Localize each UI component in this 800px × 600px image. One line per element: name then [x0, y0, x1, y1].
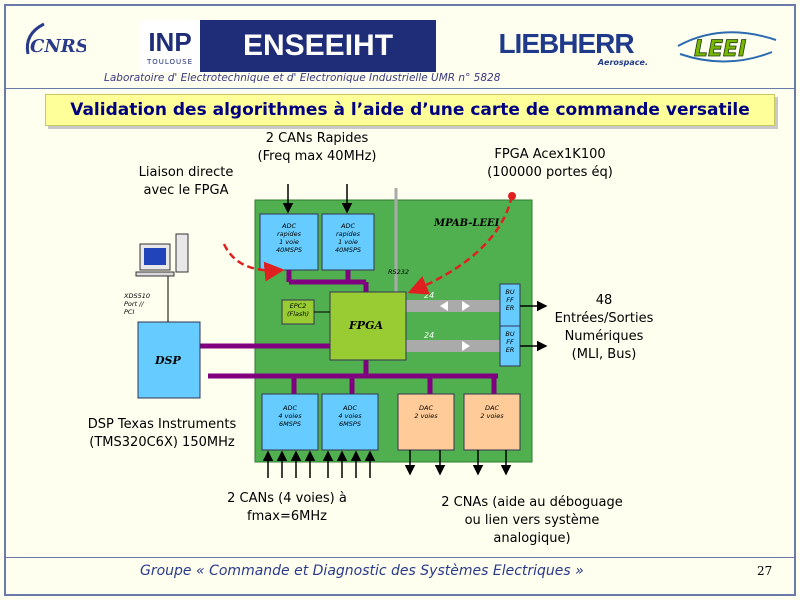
footer-text: Groupe « Commande et Diagnostic des Syst…: [140, 563, 584, 579]
adc-slow-2-label: ADC 4 voies 6MSPS: [338, 404, 362, 428]
annotation-fpga-acex: FPGA Acex1K100 (100000 portes éq): [487, 147, 613, 180]
adc-fast-1-label: ADC rapides 1 voie 40MSPS: [275, 222, 303, 254]
page-number: 27: [757, 564, 773, 578]
io-bus-bottom: [406, 340, 500, 352]
cnrs-logo-text: CNRS: [30, 36, 86, 57]
io-arrow-right-bottom: [462, 341, 470, 351]
epc2-label: EPC2 (Flash): [286, 302, 310, 318]
footer-divider: [6, 557, 794, 558]
inp-logo-subtext: TOULOUSE: [146, 57, 194, 66]
bus-width-top: 24: [424, 291, 434, 300]
liebherr-logo: LIEBHERR Aerospace.: [474, 28, 658, 68]
dac-2-label: DAC 2 voies: [480, 404, 504, 420]
adc-slow-input-arrows: [262, 450, 376, 478]
lab-name: Laboratoire d' Electrotechnique et d' El…: [104, 72, 501, 84]
leei-logo: LEEI: [672, 14, 782, 72]
header-divider: [6, 88, 794, 89]
adc-slow-1-label: ADC 4 voies 6MSPS: [278, 404, 302, 428]
buffer-top-label: BU FF ER: [505, 288, 515, 312]
adc-fast-1: [259, 213, 319, 271]
leei-logo-graphic: LEEI: [677, 31, 777, 63]
annotation-liaison: Liaison directe avec le FPGA: [138, 165, 234, 198]
leei-logo-text: LEEI: [694, 37, 746, 62]
bus-width-bottom: 24: [424, 331, 434, 340]
dac-1-label: DAC 2 voies: [414, 404, 438, 420]
annotation-cnas: 2 CNAs (aide au déboguage ou lien vers s…: [441, 495, 623, 546]
board-label: MPAB-LEEI: [433, 218, 500, 229]
cnrs-logo: CNRS: [20, 14, 86, 72]
rs232-label: RS232: [388, 268, 410, 276]
annotation-cans-4voies: 2 CANs (4 voies) à fmax=6MHz: [227, 491, 347, 524]
dsp-chip: [137, 321, 201, 399]
buffer-bottom-label: BU FF ER: [505, 330, 515, 354]
fpga-acex-arrow-dot: [508, 192, 516, 200]
adc-fast-2-label: ADC rapides 1 voie 40MSPS: [334, 222, 362, 254]
xds-label: XDS510 Port // PCI: [124, 292, 150, 316]
fpga-label: FPGA: [348, 319, 383, 332]
fpga-acex-arrow: [407, 195, 514, 295]
fpga-chip: [329, 291, 407, 361]
inp-logo-text: INP: [148, 26, 192, 57]
inp-enseeiht-logo: INP TOULOUSE ENSEEIHT: [140, 20, 436, 72]
dsp-label: DSP: [154, 354, 181, 367]
annotation-dsp-texas: DSP Texas Instruments (TMS320C6X) 150MHz: [87, 417, 237, 450]
liaison-arrow: [222, 243, 285, 282]
slide-frame: [4, 4, 796, 596]
annotation-entrees-sorties: 48 Entrées/Sorties Numériques (MLI, Bus): [554, 293, 654, 362]
dac-2: [463, 393, 521, 451]
io-bus-top: [406, 300, 500, 312]
liebherr-logo-subtext: Aerospace.: [597, 57, 648, 67]
dac-1: [397, 393, 455, 451]
io-arrow-right-top: [462, 301, 470, 311]
annotation-cans-rapides: 2 CANs Rapides (Freq max 40MHz): [257, 131, 377, 164]
adc-slow-1: [261, 393, 319, 451]
io-arrow-left: [440, 301, 448, 311]
adc-slow-2: [321, 393, 379, 451]
epc2-chip: [281, 299, 315, 325]
dac-output-arrows: [404, 450, 512, 476]
slide-title: Validation des algorithmes à l’aide d’un…: [45, 94, 775, 126]
cnrs-logo-graphic: CNRS: [25, 22, 86, 57]
enseeiht-logo-text: ENSEEIHT: [242, 29, 394, 62]
liebherr-logo-text: LIEBHERR: [498, 28, 634, 59]
host-pc-icon: [135, 233, 189, 277]
